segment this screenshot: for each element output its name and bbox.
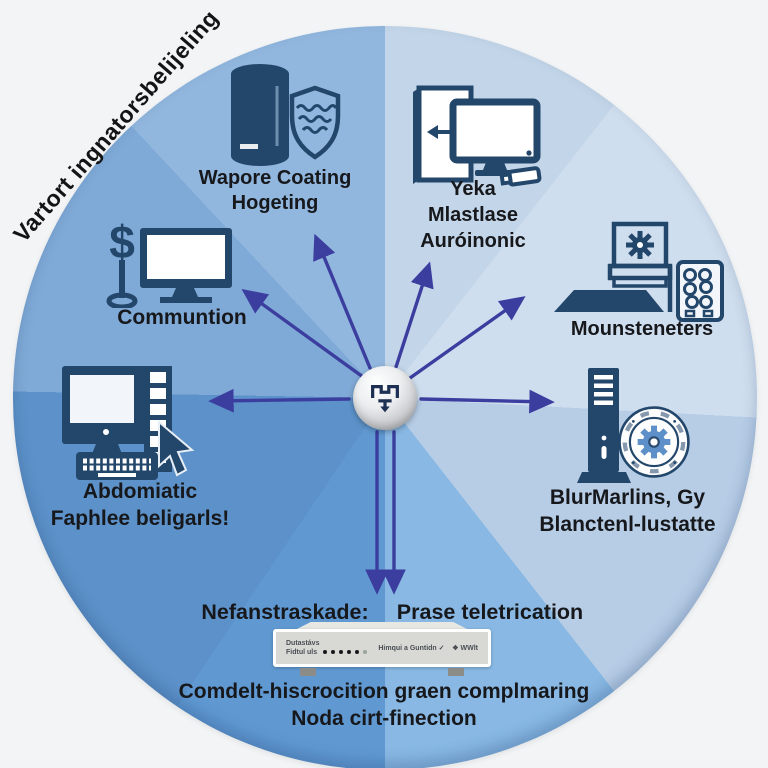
wapore-label-line1: Wapore Coating	[198, 167, 352, 189]
router-label-right: Himqui a Guntidn ✓ ❖ WWlt	[378, 644, 478, 653]
footer-caption-line1: Comdelt-hiscrocition graen complmaring	[178, 680, 590, 703]
yeka-label-line2: Mlastlase	[427, 204, 519, 226]
router-icon: Dutastávs Fidtul uls Himqui a Guntidn ✓ …	[273, 629, 491, 667]
router-foot-left	[300, 668, 316, 676]
blurmarlins-label-line2: Blanctenl-lustatte	[539, 513, 716, 536]
router-left-labels: Dutastávs Fidtul uls	[286, 639, 368, 657]
yeka-label: Yeka Mlastlase Auróinonic	[393, 176, 553, 254]
usb-dongle-icon	[499, 166, 542, 187]
footer-caption: Comdelt-hiscrocition graen complmaring N…	[80, 678, 688, 732]
yeka-label-line1: Yeka	[450, 178, 496, 200]
dollar-sign-icon: $	[106, 218, 138, 308]
canister-shield-icon	[231, 64, 341, 166]
router-right-labels: Himqui a Guntidn ✓ ❖ WWlt	[378, 644, 478, 653]
mt-monogram-icon	[371, 384, 399, 413]
abdomiatic-label: Abdomiatic Faphlee beligarls!	[20, 478, 260, 532]
router-led-dots	[323, 650, 368, 655]
gear-badge-icon	[618, 406, 690, 478]
control-panel-icon	[676, 260, 724, 322]
abdomiatic-label-line2: Faphlee beligarls!	[50, 507, 230, 530]
wapore-label: Wapore Coating Hogeting	[165, 166, 385, 216]
center-logo-medallion	[353, 366, 417, 430]
yeka-label-line3: Auróinonic	[420, 230, 526, 252]
badge-gear-icon	[637, 425, 671, 459]
svg-text:$: $	[109, 218, 135, 268]
gear-icon	[626, 231, 654, 259]
prase-label: Prase teletrication	[396, 600, 584, 624]
blurmarlins-label: BlurMarlins, Gy Blanctenl-lustatte	[500, 484, 755, 538]
workstation-cursor-icon	[62, 366, 195, 480]
router-label-right-text: Himqui a Guntidn ✓	[378, 644, 445, 652]
mounsteneters-label: Mounsteneters	[570, 318, 714, 340]
router-label-top-left: Dutastávs	[286, 640, 320, 647]
door-monitor-icon	[413, 85, 542, 187]
abdomiatic-label-line1: Abdomiatic	[82, 480, 198, 503]
server-tower-icon	[577, 368, 631, 483]
cursor-icon	[158, 419, 195, 477]
router-label-bottom-left-text: Fidtul uls	[286, 649, 318, 656]
footer-caption-line2: Noda cirt-finection	[291, 707, 477, 730]
blurmarlins-label-line1: BlurMarlins, Gy	[549, 486, 706, 509]
router-top-face	[294, 622, 470, 630]
keyboard-icon	[76, 452, 158, 480]
router-label-far-right-text: ❖ WWlt	[452, 644, 478, 652]
monitor-icon	[140, 228, 232, 303]
nefanstraskade-label: Nefanstraskade:	[201, 600, 369, 624]
router-foot-right	[448, 668, 464, 676]
router-label-bottom-left: Fidtul uls	[286, 648, 368, 657]
wapore-label-line2: Hogeting	[231, 192, 319, 214]
machine-panel-icon	[554, 221, 724, 322]
communtion-label: Communtion	[117, 306, 247, 329]
